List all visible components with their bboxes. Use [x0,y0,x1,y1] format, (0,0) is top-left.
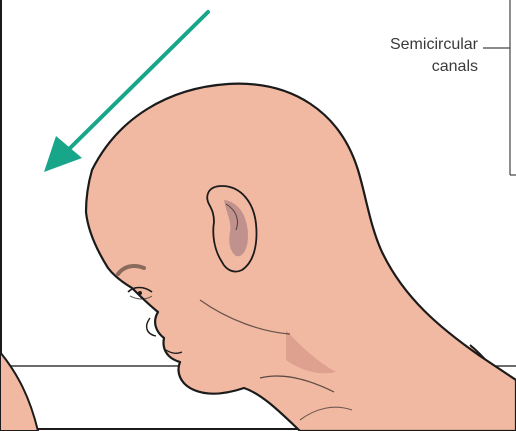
callout-bracket [483,0,516,175]
semicircular-canals-label: Semicircular canals [338,34,478,78]
label-line-1: Semicircular [338,34,478,56]
eye-pupil [138,291,142,295]
label-line-2: canals [338,56,478,78]
partial-figure-left [0,352,38,431]
